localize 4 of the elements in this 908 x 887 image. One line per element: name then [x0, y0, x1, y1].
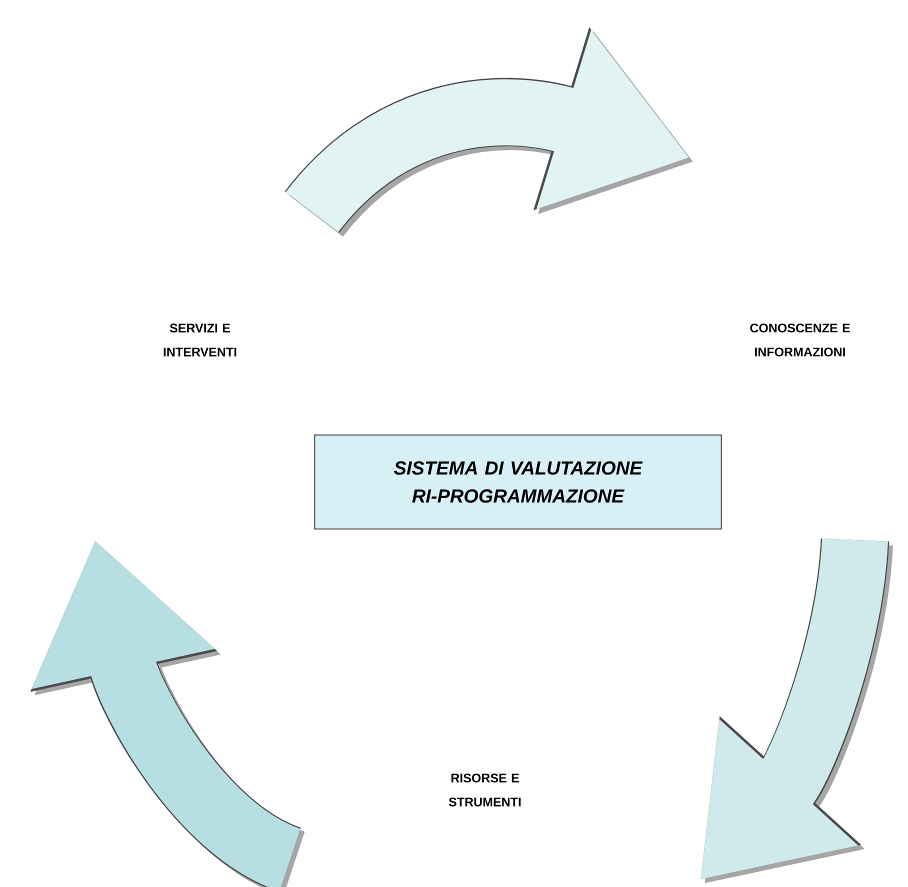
stage-label: CONOSCENZE E INFORMAZIONI — [750, 324, 850, 356]
stage-label: SERVIZI E INTERVENTI — [164, 324, 236, 356]
stage-label: RISORSE E STRUMENTI — [448, 774, 521, 806]
title-box: SISTEMA DI VALUTAZIONE RI-PROGRAMMAZIONE — [314, 434, 722, 530]
